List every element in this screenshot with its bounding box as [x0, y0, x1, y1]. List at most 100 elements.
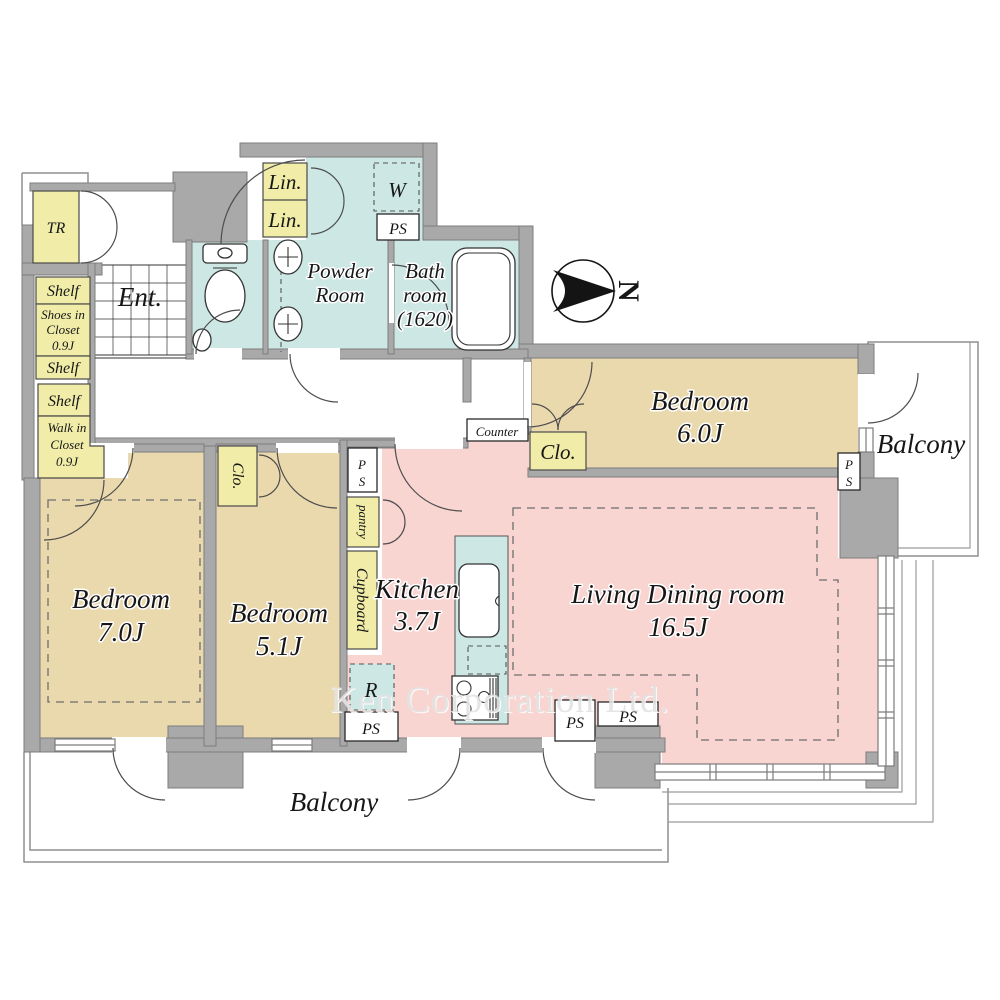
balcony-bottom-rail-outer	[23, 752, 669, 863]
wall-wc-right	[262, 239, 269, 355]
bedroom7-window	[54, 738, 116, 752]
opening-bath-door	[389, 263, 394, 323]
bedroom5-closet-door	[258, 454, 281, 498]
bedroom6-closet-label: Clo.	[540, 440, 576, 464]
bathtub-icon	[451, 247, 516, 351]
cupboard-box	[346, 550, 378, 650]
shelf-a-label: Shelf	[47, 283, 82, 300]
fridge-label: R	[364, 678, 378, 702]
linen-double-door	[310, 167, 345, 235]
powder-door-arc	[289, 353, 339, 403]
bedroom5-size-label: 5.1J	[256, 631, 304, 661]
bedroom7-dashed-area	[47, 499, 201, 703]
linen-closet-box	[262, 162, 308, 238]
ps-box-bottom-b	[597, 701, 659, 727]
shelf-box-a	[35, 276, 91, 305]
balcony-door-bed7-arc	[112, 747, 166, 801]
ps-top-label: PS	[388, 221, 407, 238]
living-door-arc	[394, 443, 463, 512]
bedroom7-name-label: Bedroom	[72, 584, 170, 614]
living-bottom-window	[654, 763, 886, 781]
windows	[54, 427, 895, 781]
counter-box	[466, 418, 529, 442]
balcony-bottom-label: Balcony	[290, 787, 378, 817]
bath-door-arc	[391, 264, 450, 323]
wall-entry-chunk	[172, 171, 248, 243]
wall-bedroom6-top	[518, 343, 875, 359]
bedroom7-door-arc	[74, 447, 134, 507]
balcony-door-kitchen-arc	[407, 747, 461, 801]
living-right-window	[877, 555, 895, 767]
linen-upper-label: Lin.	[267, 170, 301, 194]
doors	[43, 159, 919, 801]
labels: Bedroom 7.0J Bedroom 5.1J Bedroom 6.0J K…	[41, 170, 965, 817]
opening-wc-door	[194, 348, 242, 360]
walkin-label-3: 0.9J	[56, 454, 79, 469]
ps-right-label-p: P	[844, 457, 853, 472]
compass: N	[551, 259, 645, 323]
ps-box-under-fridge	[344, 711, 399, 742]
ps-fridge-label: PS	[361, 721, 380, 738]
wall-pillar-middle	[594, 725, 661, 789]
bedroom5-name-label: Bedroom	[230, 598, 328, 628]
opening-balcony-door-bed6	[858, 374, 874, 428]
balcony-right-rail-inner	[868, 342, 971, 549]
entrance-label: Ent.	[117, 282, 162, 312]
kitchen-name-label: Kitchen	[374, 574, 459, 604]
rail-wrap-1	[662, 560, 903, 793]
cupboard-label: Cupboard	[353, 568, 370, 633]
ps-box-top	[376, 213, 420, 241]
washer-pan-icon	[373, 162, 420, 212]
wall-bath-top	[422, 225, 534, 241]
bedroom5-window	[271, 738, 313, 752]
north-arrow-icon	[553, 270, 616, 312]
bedroom6-closet-box	[529, 431, 587, 471]
bedroom5-closet-label: Clo.	[229, 462, 246, 489]
kitchen-sink-icon	[458, 563, 500, 638]
living-name-label: Living Dining room	[570, 579, 785, 609]
walls	[21, 142, 899, 789]
walkin-door-arc	[43, 479, 105, 541]
bedroom7-floor	[40, 446, 204, 745]
bathroom-label-1: Bath	[405, 259, 445, 283]
ps-box-bottom-a	[554, 699, 596, 742]
opening-living-door	[395, 437, 463, 449]
opening-balcony-door-kitchen	[407, 737, 461, 753]
walkin-label-2: Closet	[50, 437, 84, 452]
balcony-right-label: Balcony	[877, 429, 965, 459]
ps-right-label-s: S	[846, 474, 853, 489]
living-size-label: 16.5J	[648, 612, 709, 642]
fixtures	[95, 162, 516, 725]
bedroom6-side-window	[858, 427, 874, 453]
opening-powder-door	[288, 348, 340, 360]
kitchen-size-label: 3.7J	[393, 606, 442, 636]
shelf-c-label: Shelf	[48, 393, 83, 410]
pantry-box	[346, 496, 380, 548]
ps-bottom-a-label: PS	[565, 715, 584, 732]
wall-left-lower	[23, 477, 41, 753]
wall-hall-right	[462, 357, 472, 403]
living-dashed-area	[512, 507, 839, 741]
bedroom6-name-label: Bedroom	[651, 386, 749, 416]
balcony-bottom-rail-inner	[29, 752, 662, 851]
ps-mid-label-s: S	[359, 474, 366, 489]
powder-room-label-1: Powder	[306, 259, 373, 283]
shoes-label-3: 0.9J	[52, 338, 75, 353]
wall-top	[239, 142, 438, 158]
shoes-label-1: Shoes in	[41, 307, 85, 322]
wall-bedroom6-right-upper	[857, 343, 875, 375]
watermark-text: Ken Corporation Ltd.	[330, 680, 670, 721]
wall-wc-left	[185, 239, 193, 355]
opening-balcony-door-bed7	[112, 737, 166, 753]
balcony-door-living-arc	[542, 747, 596, 801]
wall-bed7-bed5	[203, 445, 217, 747]
bedroom6-balcony-door-arc	[867, 372, 919, 424]
walkin-label-1: Walk in	[48, 420, 87, 435]
wc-door-arc	[195, 309, 241, 355]
wall-above-tr	[29, 182, 176, 192]
wc-hand-basin-icon	[192, 328, 212, 352]
bedroom7-size-label: 7.0J	[98, 617, 146, 647]
entrance-tile	[94, 264, 187, 356]
wall-bath-right	[518, 225, 534, 359]
